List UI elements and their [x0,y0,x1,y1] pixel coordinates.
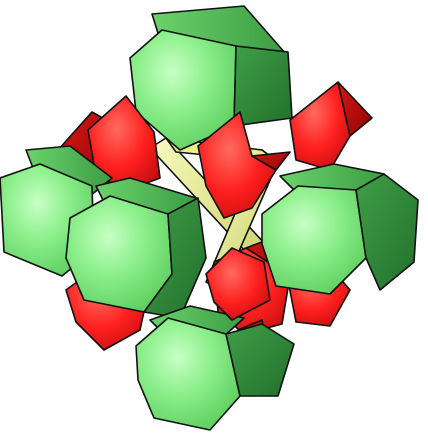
green-cell-bottom [135,305,295,431]
red-cell-upper-center [197,111,291,219]
red-cell-front-center [205,247,271,321]
green-cell-center-left [65,177,207,319]
red-cell-back-right [289,81,373,171]
green-cell-right [261,163,419,295]
green-cell-left [0,145,113,277]
green-cell-top [129,5,293,151]
